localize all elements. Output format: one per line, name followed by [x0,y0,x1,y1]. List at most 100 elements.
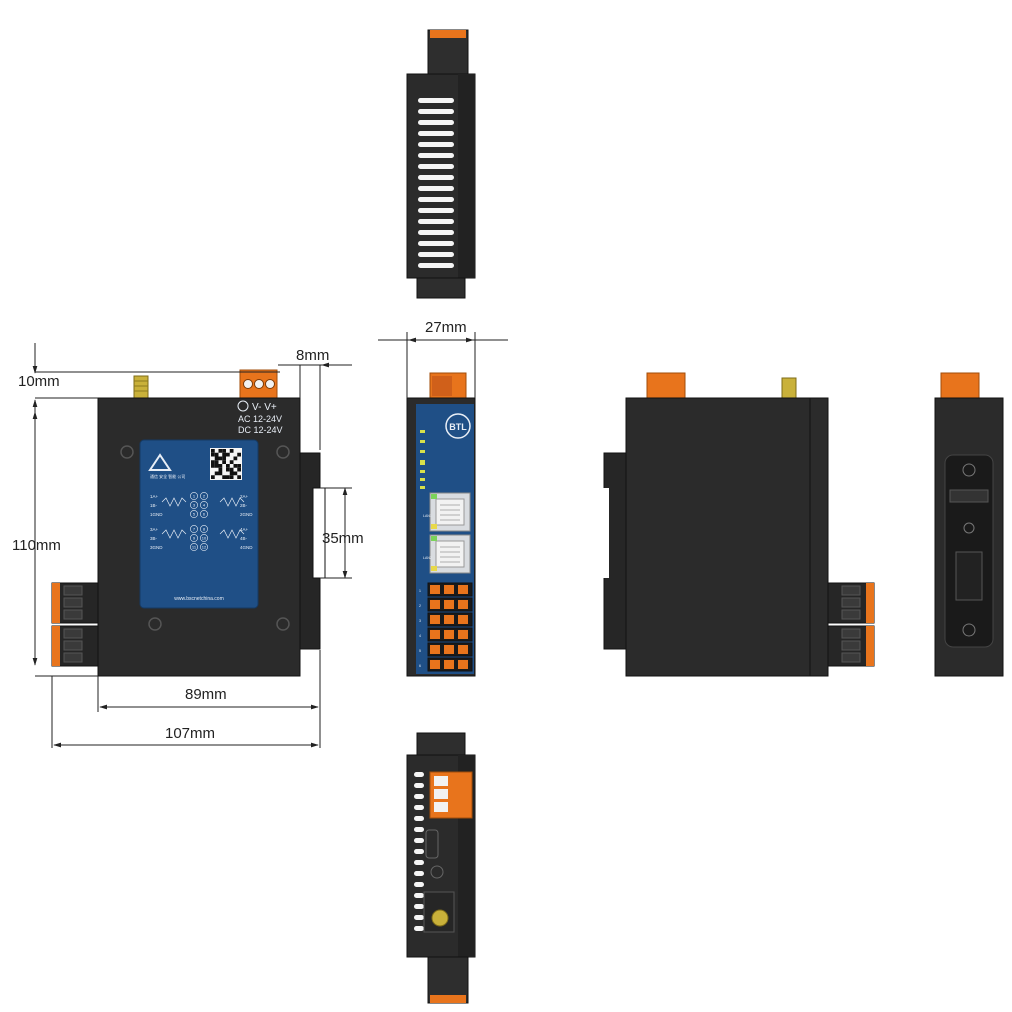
front-view: 通信 安全 智能 公司 1A+ 1B- 1GND 3A+ 3B- 3GND 2A+ 2B- 2G… [51,369,326,677]
vent-slot [414,882,424,887]
pin-label-left: 3A+ [150,527,159,532]
terminal-label: 2 [419,604,421,608]
ground-icon [237,400,249,412]
vent-slot [418,153,454,158]
pin-number: 8 [203,527,206,532]
vent-slot [414,805,424,810]
pin-label-left: 1B- [150,503,158,508]
status-led [420,460,425,463]
screw-icon [120,445,290,631]
pin-number: 2 [203,494,206,499]
dim-depth: 27mm [425,319,467,336]
port-label: LAN1 [423,514,432,518]
usb-port-icon [425,829,439,859]
rear-antenna [781,377,797,399]
dim-body-width: 89mm [185,686,227,703]
mount-screw-icon [962,463,976,477]
rear-power-terminal [646,372,686,399]
status-led [420,462,425,465]
status-led [420,470,425,473]
pin-label-right: 2A+ [240,494,249,499]
vent-slot [418,197,454,202]
top-view [406,29,476,299]
front-dimensions [32,343,352,748]
vent-slot [414,915,424,920]
pin-number: 3 [193,503,196,508]
vent-slot [418,252,454,257]
antenna-connector [133,375,149,399]
status-led [420,450,425,453]
dim-top-offset: 10mm [18,373,60,390]
pin-label-left: 3B- [150,536,158,541]
reset-button-icon [430,865,444,879]
power-dc: DC 12-24V [238,425,283,435]
din-side-view [934,372,1004,677]
terminal-label: 6 [419,664,421,668]
pin-label-left: 1A+ [150,494,159,499]
terminal-label: 5 [419,649,421,653]
status-led [420,478,425,481]
pin-number: 7 [193,527,196,532]
vent-slot [418,98,454,103]
terminal-label: 1 [419,589,421,593]
vent-slot [414,794,424,799]
pin-number: 11 [192,545,197,550]
pin-label-right: 2B- [240,503,248,508]
pin-label-left: 1GND [150,512,163,517]
pin-number: 10 [202,536,207,541]
terminal-label: 4 [419,634,421,638]
bottom-view [406,732,476,1004]
pin-number: 1 [193,494,196,499]
brand-small-text: 通信 安全 智能 公司 [150,473,185,479]
vent-slot [418,164,454,169]
rear-body [625,397,829,677]
vent-slot [414,860,424,865]
pin-diagram: 1A+1B-1GND3A+3B-3GND2A+2B-2GND4A+4B-4GND… [150,492,253,551]
vent-slot [418,208,454,213]
pin-label-right: 4B- [240,536,248,541]
front-label-panel [139,439,259,609]
top-view-connector-tab [430,30,466,38]
pin-label-left: 3GND [150,545,163,550]
vent-slot [418,131,454,136]
vent-slot [418,109,454,114]
rear-view [599,372,875,677]
power-ac: AC 12-24V [238,414,282,424]
vent-slot [414,893,424,898]
pin-label-right: 2GND [240,512,253,517]
status-led [420,430,425,433]
pin-label-right: 4A+ [240,527,249,532]
vent-slot [414,783,424,788]
pin-number: 12 [202,545,207,550]
vent-slot [418,186,454,191]
vent-slot [414,838,424,843]
port-label: LAN2 [423,556,432,560]
depth-dimension [378,332,508,398]
top-view-side-stripe [458,74,475,278]
vent-slot [418,241,454,246]
vent-slot [418,219,454,224]
pin-number: 9 [193,536,196,541]
btl-logo-icon [445,413,471,439]
left-terminal-blocks [51,582,99,667]
top-view-connector-bottom [416,277,466,299]
vent-slot [414,926,424,931]
status-led [420,440,425,443]
vent-slot [418,230,454,235]
dim-overall-width: 107mm [165,725,215,742]
din-side-terminal [940,372,980,399]
vent-slot [414,904,424,909]
vent-slot [414,772,424,777]
vent-slot [414,827,424,832]
vent-slot [418,175,454,180]
dim-height: 110mm [12,537,61,554]
dim-rail-width: 35mm [322,530,364,547]
pin-number: 6 [203,512,206,517]
vent-slot [418,263,454,268]
dim-terminal-offset: 8mm [296,347,329,364]
btl-logo-text: BTL [449,422,467,432]
website-text: www.bscnetchina.com [174,596,223,602]
vent-slot [418,120,454,125]
power-polarity: V- V+ [252,402,277,413]
